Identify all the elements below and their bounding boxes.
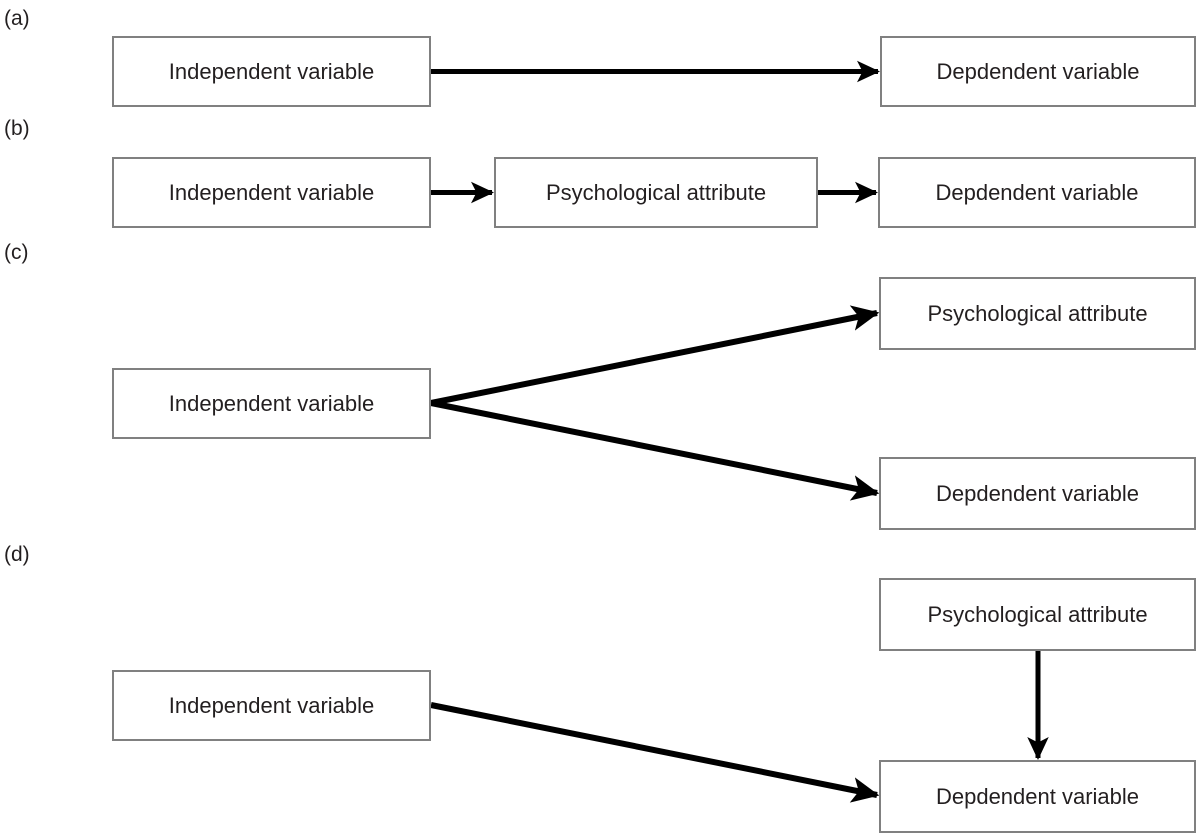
node-b-dependent-variable: Depdendent variable: [878, 157, 1196, 228]
node-c-independent-variable: Independent variable: [112, 368, 431, 439]
edge-c-iv-to-dv-arrow: [430, 400, 880, 501]
edge-c-iv-to-pa-arrow: [430, 305, 880, 406]
panel-label-d: (d): [4, 543, 30, 566]
panel-label-b: (b): [4, 117, 30, 140]
node-label: Depdendent variable: [935, 783, 1140, 809]
node-a-independent-variable: Independent variable: [112, 36, 431, 107]
node-label: Psychological attribute: [545, 179, 767, 205]
node-label: Depdendent variable: [935, 480, 1140, 506]
node-d-independent-variable: Independent variable: [112, 670, 431, 741]
node-label: Psychological attribute: [927, 300, 1148, 326]
node-b-independent-variable: Independent variable: [112, 157, 431, 228]
node-label: Independent variable: [168, 179, 375, 205]
edge-d-iv-to-dv-arrow: [430, 702, 880, 803]
node-label: Psychological attribute: [927, 601, 1148, 627]
node-label: Depdendent variable: [935, 179, 1139, 205]
node-d-psychological-attribute: Psychological attribute: [879, 578, 1196, 651]
panel-label-a: (a): [4, 7, 30, 30]
node-d-dependent-variable: Depdendent variable: [879, 760, 1196, 833]
node-label: Independent variable: [168, 58, 375, 84]
node-label: Independent variable: [168, 390, 375, 416]
panel-label-c: (c): [4, 241, 29, 264]
node-label: Depdendent variable: [936, 58, 1140, 84]
node-c-psychological-attribute: Psychological attribute: [879, 277, 1196, 350]
node-a-dependent-variable: Depdendent variable: [880, 36, 1196, 107]
node-b-psychological-attribute: Psychological attribute: [494, 157, 818, 228]
node-label: Independent variable: [168, 692, 375, 718]
node-c-dependent-variable: Depdendent variable: [879, 457, 1196, 530]
